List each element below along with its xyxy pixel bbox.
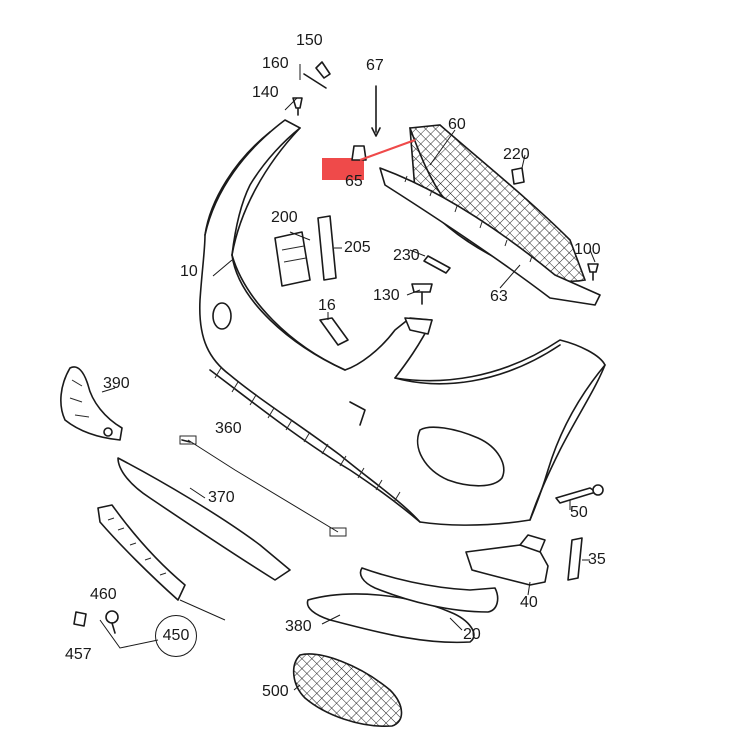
grille-frame [379,167,601,306]
label-130: 130 [373,287,400,304]
label-20: 20 [463,626,481,643]
label-460: 460 [90,586,117,603]
label-160: 160 [262,55,289,72]
highlight-leader [359,138,416,162]
lower-grille [292,653,403,727]
label-35: 35 [588,551,606,568]
bumper-lower-ribs [209,367,421,523]
screw-clip [73,610,159,649]
label-450: 450 [155,615,197,657]
top-fasteners [292,61,381,137]
label-10: 10 [180,263,198,280]
small-parts [319,167,599,346]
label-65: 65 [345,173,363,190]
bumper-cover [199,119,606,526]
label-16: 16 [318,297,336,314]
sensor-bracket [274,215,337,287]
label-370: 370 [208,489,235,506]
label-63: 63 [490,288,508,305]
side-bracket-left [60,366,123,441]
leader-lines [101,64,596,691]
label-220: 220 [503,146,530,163]
label-457: 457 [65,646,92,663]
label-390: 390 [103,375,130,392]
label-200: 200 [271,209,298,226]
fog-bracket [465,534,583,586]
bolt-50 [555,484,604,504]
label-380: 380 [285,618,312,635]
label-360: 360 [215,420,242,437]
lower-spoiler [306,567,499,644]
label-67: 67 [366,57,384,74]
trim-strip [117,435,347,581]
label-205: 205 [344,239,371,256]
license-plate-bracket [97,504,226,621]
clip-65 [322,138,416,180]
label-60: 60 [448,116,466,133]
label-140: 140 [252,84,279,101]
label-230: 230 [393,247,420,264]
label-150: 150 [296,32,323,49]
highlight-marker [322,158,364,180]
label-50: 50 [570,504,588,521]
label-500: 500 [262,683,289,700]
label-40: 40 [520,594,538,611]
label-100: 100 [574,241,601,258]
